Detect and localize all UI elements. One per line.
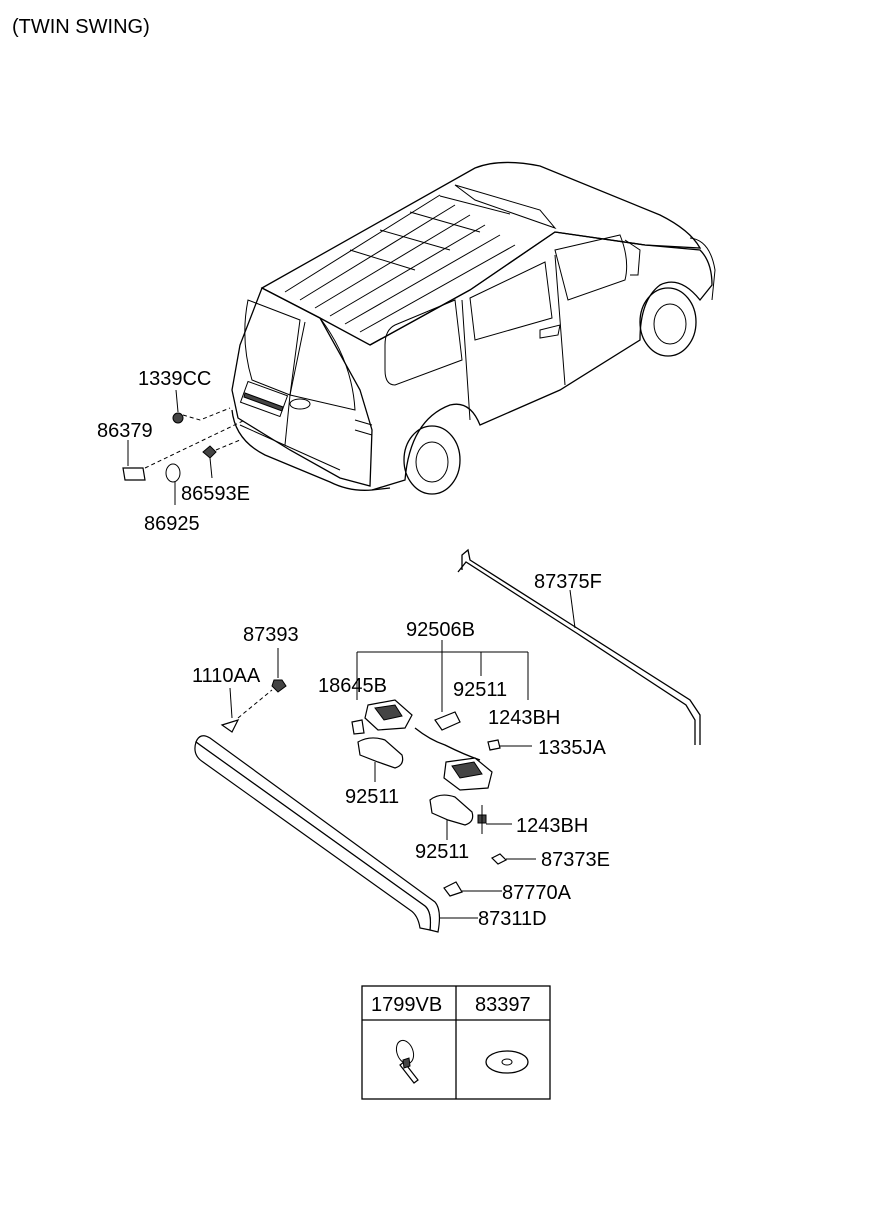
nut-87393-icon: [271, 679, 287, 693]
label-92511-bottom: 92511: [415, 841, 469, 863]
label-18645B: 18645B: [318, 675, 387, 697]
parts-table: 1799VB 83397: [361, 985, 551, 1100]
grommet-86925-icon: [165, 463, 181, 483]
washer-icon: [485, 1050, 529, 1074]
table-header-1799VB: 1799VB: [371, 994, 442, 1016]
clip-1110aa-icon: [220, 719, 240, 733]
label-87770A: 87770A: [502, 882, 572, 904]
label-87373E: 87373E: [541, 849, 610, 871]
cable-tie-icon: [395, 1039, 419, 1084]
label-86379: 86379: [97, 420, 153, 442]
label-1243BH-top: 1243BH: [488, 707, 560, 729]
clip-1335ja-icon: [487, 739, 501, 751]
label-92511-top: 92511: [453, 679, 507, 701]
label-1339CC: 1339CC: [138, 368, 211, 390]
diagram-title: (TWIN SWING): [12, 16, 150, 38]
label-87393: 87393: [243, 624, 299, 646]
lens-92511-left-icon: [357, 737, 404, 769]
label-86593E: 86593E: [181, 483, 250, 505]
lens-92511-bottom-icon: [429, 794, 474, 826]
label-87311D: 87311D: [478, 908, 547, 930]
label-92506B: 92506B: [406, 619, 475, 641]
clip-87770a-icon: [443, 881, 463, 897]
label-87375F: 87375F: [534, 571, 602, 593]
label-92511-left: 92511: [345, 786, 399, 808]
plate-lamp-parts: [122, 389, 246, 505]
pad-86379-icon: [122, 467, 146, 481]
weatherstrip-87375f: [457, 548, 701, 745]
van-illustration: [231, 161, 716, 495]
bulb-18645b-icon: [351, 719, 365, 735]
label-1110AA: 1110AA: [192, 665, 261, 687]
label-86925: 86925: [144, 513, 200, 535]
garnish-87311d: [194, 735, 478, 933]
socket-92506b-icon: [434, 711, 461, 731]
screw-86593e-icon: [202, 445, 217, 459]
clip-87373e-icon: [490, 853, 508, 865]
label-1243BH-bottom: 1243BH: [516, 815, 588, 837]
table-header-83397: 83397: [475, 994, 531, 1016]
label-1335JA: 1335JA: [538, 737, 606, 759]
license-lamp-assembly: [351, 640, 536, 897]
nut-1339cc-icon: [172, 412, 184, 424]
garnish-fasteners: [220, 648, 287, 733]
